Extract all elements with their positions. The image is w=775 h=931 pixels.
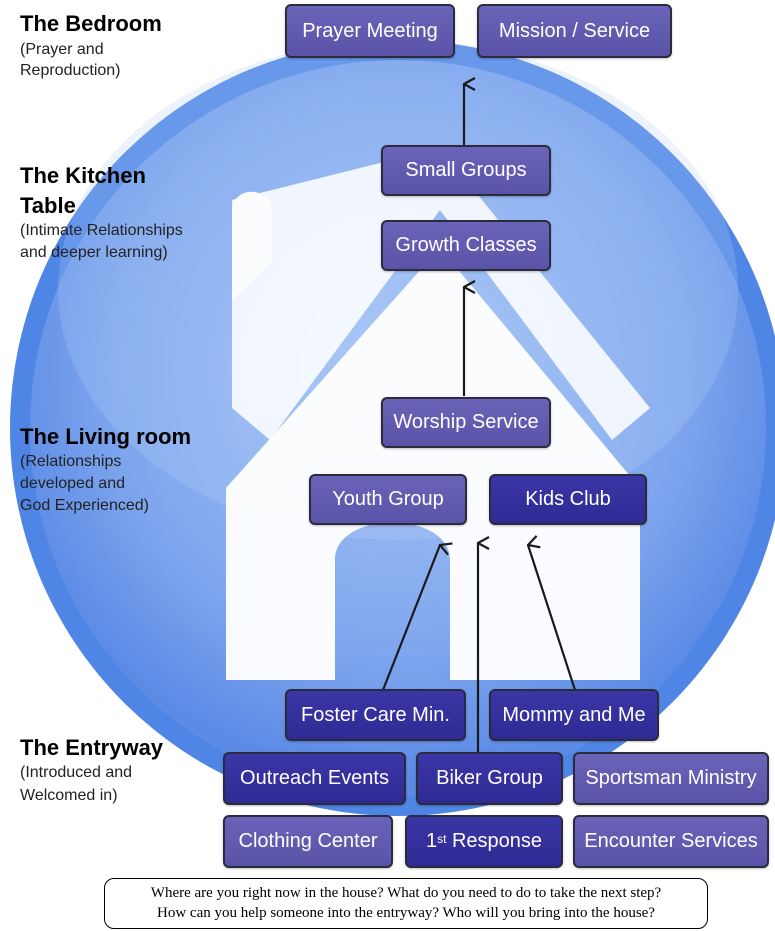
bedroom-subtitle-line2: Reproduction) bbox=[20, 62, 121, 79]
question-line1: Where are you right now in the house? Wh… bbox=[150, 885, 662, 901]
question-box: Where are you right now in the house? Wh… bbox=[104, 878, 708, 929]
kids-club-box[interactable]: Kids Club bbox=[489, 474, 647, 525]
first-response-superscript: st bbox=[437, 831, 447, 846]
encounter-services-box[interactable]: Encounter Services bbox=[573, 815, 769, 868]
foster-care-box[interactable]: Foster Care Min. bbox=[285, 689, 466, 741]
entryway-subtitle-line1: (Introduced and bbox=[20, 764, 133, 781]
prayer-meeting-box[interactable]: Prayer Meeting bbox=[285, 4, 455, 58]
outreach-events-box[interactable]: Outreach Events bbox=[223, 752, 406, 805]
entryway-title: The Entryway bbox=[20, 735, 164, 760]
small-groups-box[interactable]: Small Groups bbox=[381, 145, 551, 196]
living-subtitle-line2: developed and bbox=[20, 475, 125, 492]
arrow-foster-to-youth bbox=[381, 545, 440, 691]
arrow-mommy-to-kids bbox=[528, 545, 577, 691]
bedroom-title: The Bedroom bbox=[20, 11, 162, 36]
arrow-up-icon bbox=[381, 84, 577, 752]
sportsman-ministry-box[interactable]: Sportsman Ministry bbox=[573, 752, 769, 805]
living-title: The Living room bbox=[20, 424, 192, 449]
mission-service-box[interactable]: Mission / Service bbox=[477, 4, 672, 58]
kitchen-title-line1: The Kitchen bbox=[20, 163, 146, 188]
growth-classes-box[interactable]: Growth Classes bbox=[381, 220, 551, 271]
bedroom-subtitle-line1: (Prayer and bbox=[20, 41, 104, 58]
entryway-subtitle-line2: Welcomed in) bbox=[20, 787, 118, 804]
living-subtitle-line3: God Experienced) bbox=[20, 497, 149, 514]
biker-group-box[interactable]: Biker Group bbox=[416, 752, 563, 805]
mommy-and-me-box[interactable]: Mommy and Me bbox=[489, 689, 659, 741]
kitchen-subtitle-line1: (Intimate Relationships bbox=[20, 222, 183, 239]
first-response-number: 1 bbox=[425, 830, 438, 852]
kitchen-subtitle-line2: and deeper learning) bbox=[20, 244, 168, 261]
kitchen-title-line2: Table bbox=[20, 193, 76, 218]
living-subtitle-line1: (Relationships bbox=[20, 453, 122, 470]
question-line2: How can you help someone into the entryw… bbox=[157, 905, 655, 921]
worship-service-box[interactable]: Worship Service bbox=[381, 397, 551, 448]
clothing-center-box[interactable]: Clothing Center bbox=[223, 815, 393, 868]
youth-group-box[interactable]: Youth Group bbox=[309, 474, 467, 525]
first-response-text: Response bbox=[446, 830, 543, 852]
